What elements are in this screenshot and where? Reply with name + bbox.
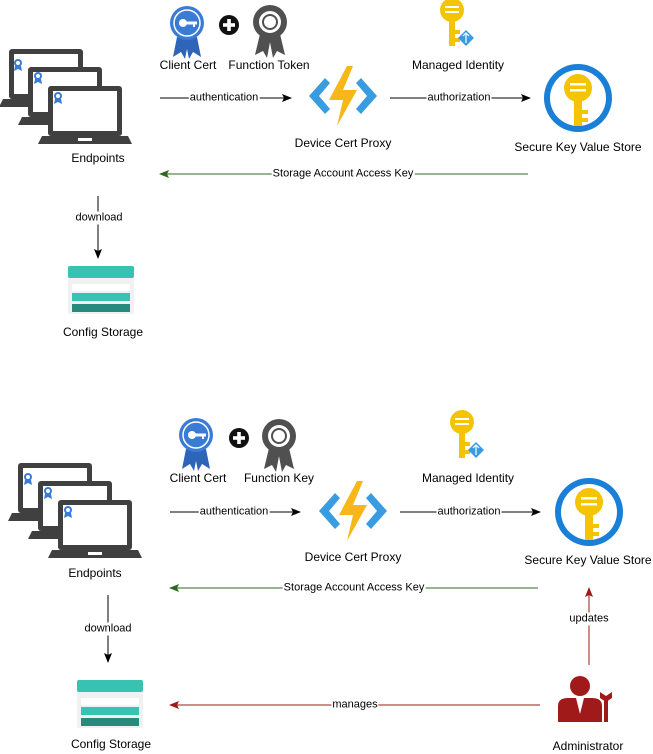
top-authorization-edge-label: authorization (426, 91, 492, 105)
top-storage-key-edge-label: Storage Account Access Key (271, 167, 415, 181)
bottom-plus-icon (229, 428, 249, 448)
bottom-administrator-label: Administrator (552, 739, 624, 753)
top-function-token-label: Function Token (228, 58, 310, 72)
bottom-manages-edge-label: manages (331, 698, 379, 712)
top-download-edge-label: download (74, 211, 124, 225)
bottom-config-storage-label: Config Storage (70, 737, 152, 751)
bottom-authorization-edge-label: authorization (436, 505, 502, 519)
bottom-managed-identity-icon (449, 409, 485, 459)
bottom-function-key-label: Function Key (243, 471, 315, 485)
top-function-token-icon (252, 4, 288, 59)
top-endpoints-icon (0, 49, 132, 144)
bottom-azure-function-icon (319, 481, 387, 541)
bottom-storage-icon (77, 680, 143, 728)
top-managed-identity-label: Managed Identity (411, 58, 505, 72)
top-client-cert-label: Client Cert (159, 58, 217, 72)
bottom-client-cert-icon (178, 417, 214, 472)
bottom-endpoints-icon (8, 463, 142, 558)
top-device-cert-proxy-label: Device Cert Proxy (294, 136, 392, 150)
top-endpoints-label: Endpoints (71, 151, 125, 165)
top-managed-identity-icon (439, 0, 475, 47)
bottom-secure-key-value-store-label: Secure Key Value Store (524, 553, 652, 567)
bottom-device-cert-proxy-label: Device Cert Proxy (304, 550, 402, 564)
bottom-client-cert-label: Client Cert (169, 471, 227, 485)
bottom-storage-key-edge-label: Storage Account Access Key (282, 581, 426, 595)
bottom-authentication-edge-label: authentication (198, 505, 270, 519)
top-plus-icon (219, 15, 239, 35)
top-storage-icon (68, 266, 134, 314)
bottom-administrator-icon (558, 676, 612, 722)
bottom-managed-identity-label: Managed Identity (421, 471, 515, 485)
top-secure-key-value-store-label: Secure Key Value Store (514, 140, 642, 154)
bottom-function-key-icon (261, 418, 297, 473)
bottom-updates-edge-label: updates (568, 612, 610, 626)
top-config-storage-label: Config Storage (62, 325, 144, 339)
bottom-key-vault-icon (555, 478, 623, 546)
top-client-cert-icon (169, 5, 205, 60)
bottom-endpoints-label: Endpoints (68, 566, 122, 580)
top-authentication-edge-label: authentication (188, 91, 260, 105)
bottom-download-edge-label: download (83, 622, 133, 636)
top-key-vault-icon (544, 64, 612, 132)
top-azure-function-icon (309, 66, 377, 126)
